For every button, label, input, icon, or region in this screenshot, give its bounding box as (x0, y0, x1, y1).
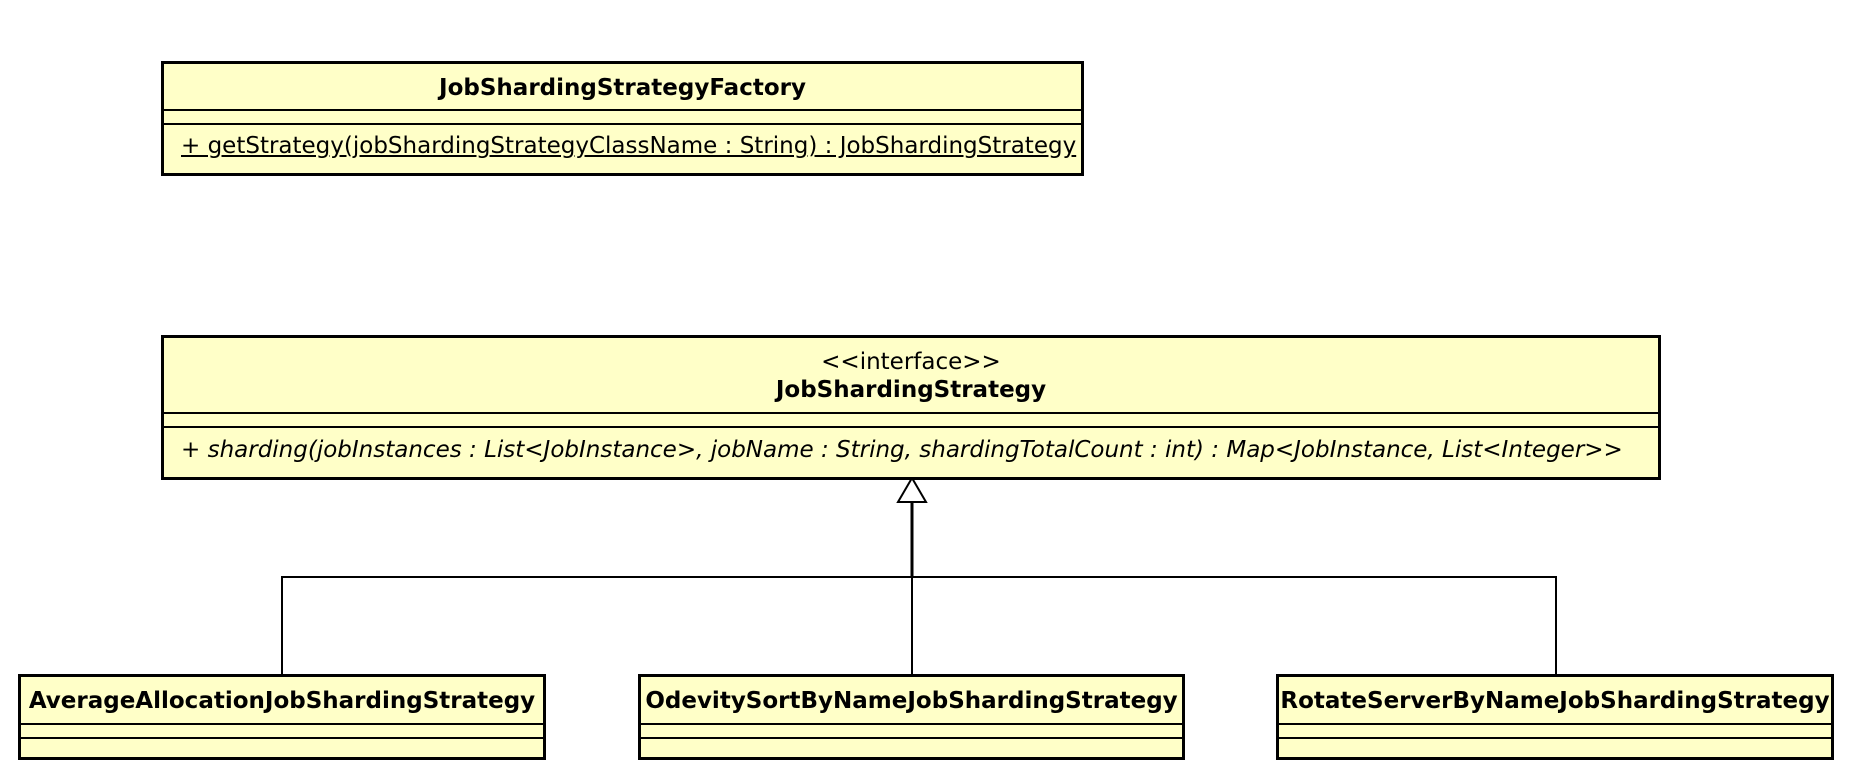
class-name: OdevitySortByNameJobShardingStrategy (645, 688, 1178, 714)
interface-jobshardingstrategy[interactable]: <<interface>> JobShardingStrategy + shar… (161, 335, 1661, 480)
class-name-compartment: OdevitySortByNameJobShardingStrategy (641, 677, 1182, 723)
realization-line-rotate (912, 576, 1557, 674)
class-name: RotateServerByNameJobShardingStrategy (1280, 688, 1830, 714)
realization-line-average (281, 576, 912, 674)
class-name-compartment: JobShardingStrategyFactory (164, 64, 1081, 109)
realization-arrowhead (896, 476, 928, 503)
class-odevitysortbynamejobshardingstrategy[interactable]: OdevitySortByNameJobShardingStrategy (638, 674, 1185, 760)
operation-getstrategy: + getStrategy(jobShardingStrategyClassNa… (181, 133, 1077, 159)
operation-sharding: + sharding(jobInstances : List<JobInstan… (181, 437, 1623, 463)
class-name: AverageAllocationJobShardingStrategy (28, 688, 536, 714)
class-name-compartment: AverageAllocationJobShardingStrategy (21, 677, 543, 723)
attributes-compartment (1279, 723, 1831, 737)
class-jobshardingstrategyfactory[interactable]: JobShardingStrategyFactory + getStrategy… (161, 61, 1084, 176)
class-averageallocationjobshardingstrategy[interactable]: AverageAllocationJobShardingStrategy (18, 674, 546, 760)
attributes-compartment (164, 412, 1658, 426)
attributes-compartment (641, 723, 1182, 737)
operations-compartment: + getStrategy(jobShardingStrategyClassNa… (164, 123, 1081, 173)
class-rotateserverbynamejobshardingstrategy[interactable]: RotateServerByNameJobShardingStrategy (1276, 674, 1834, 760)
interface-name-compartment: <<interface>> JobShardingStrategy (164, 338, 1658, 412)
operations-compartment (641, 737, 1182, 757)
stereotype-label: <<interface>> (821, 349, 1001, 375)
class-name: JobShardingStrategyFactory (439, 75, 806, 101)
class-name-compartment: RotateServerByNameJobShardingStrategy (1279, 677, 1831, 723)
operations-compartment: + sharding(jobInstances : List<JobInstan… (164, 426, 1658, 477)
interface-name: JobShardingStrategy (775, 377, 1047, 403)
attributes-compartment (164, 109, 1081, 123)
operations-compartment (21, 737, 543, 757)
attributes-compartment (21, 723, 543, 737)
operations-compartment (1279, 737, 1831, 757)
